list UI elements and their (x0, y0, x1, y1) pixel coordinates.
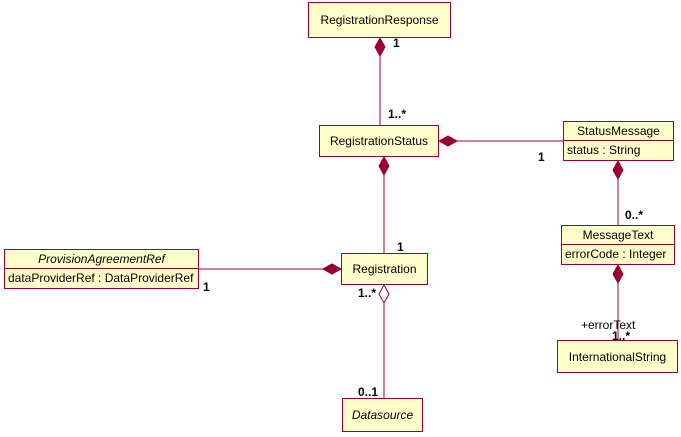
multiplicity-label: 1 (538, 150, 545, 164)
multiplicity-label: 1..* (388, 107, 407, 121)
class-name: ProvisionAgreementRef (5, 250, 198, 269)
multiplicity-label: 1 (203, 280, 210, 294)
multiplicity-label: 1..* (612, 329, 631, 343)
composition-diamond-status-bottom (378, 155, 390, 177)
class-name: Registration (352, 262, 417, 276)
multiplicity-label: 1..* (358, 286, 377, 300)
class-name: Datasource (351, 408, 414, 422)
composition-diamond-response (374, 36, 386, 58)
class-name: InternationalString (568, 349, 667, 364)
class-name: StatusMessage (564, 122, 673, 141)
role-label-error-text: +errorText (581, 318, 636, 332)
class-international-string[interactable]: InternationalString (557, 340, 678, 373)
aggregation-diamond-registration (378, 283, 390, 305)
class-registration-response[interactable]: RegistrationResponse (308, 2, 451, 38)
class-attribute: status : String (567, 143, 641, 157)
class-attribute: dataProviderRef : DataProviderRef (8, 271, 194, 285)
class-attribute: errorCode : Integer (565, 247, 667, 261)
composition-diamond-text (612, 263, 624, 285)
class-name: MessageText (562, 226, 674, 245)
class-name: RegistrationStatus (329, 134, 429, 148)
composition-diamond-registration (321, 263, 343, 275)
multiplicity-label: 1 (397, 240, 404, 254)
class-name: RegistrationResponse (320, 13, 439, 27)
class-registration[interactable]: Registration (341, 253, 428, 285)
class-datasource[interactable]: Datasource (342, 398, 423, 432)
class-status-message[interactable]: StatusMessage status : String (563, 121, 674, 161)
composition-diamond-message (612, 159, 624, 181)
composition-diamond-status (437, 135, 459, 147)
class-provision-agreement-ref[interactable]: ProvisionAgreementRef dataProviderRef : … (4, 249, 199, 289)
class-registration-status[interactable]: RegistrationStatus (319, 125, 439, 157)
class-message-text[interactable]: MessageText errorCode : Integer (561, 225, 675, 265)
multiplicity-label: 1 (393, 36, 400, 50)
multiplicity-label: 0..1 (358, 385, 379, 399)
multiplicity-label: 0..* (625, 208, 644, 222)
